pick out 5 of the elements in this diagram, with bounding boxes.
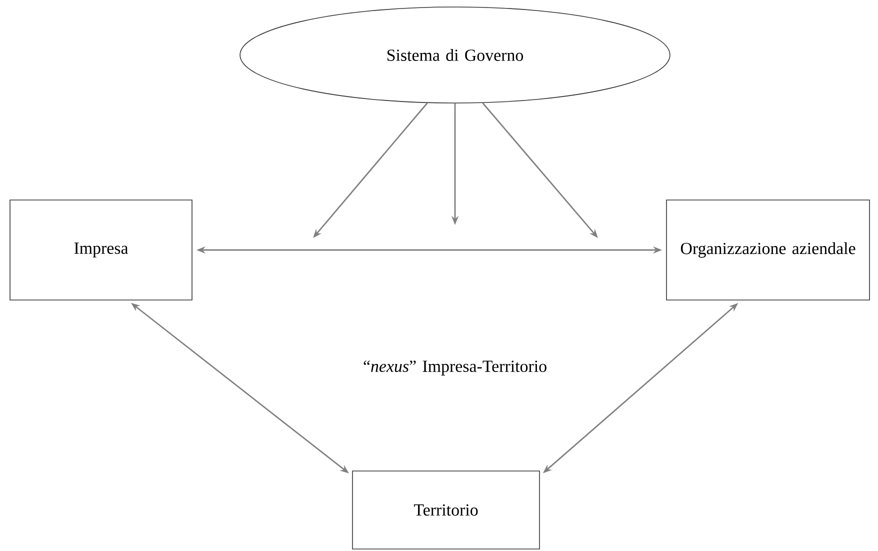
process-box: Territorio [352,470,540,550]
process-box: Impresa [10,200,192,300]
center-label: “nexus” Impresa-Territorio [364,360,546,376]
process-box: Organizzazione aziendale [666,200,870,300]
ellipse-node: Sistema di Governo [240,6,670,104]
